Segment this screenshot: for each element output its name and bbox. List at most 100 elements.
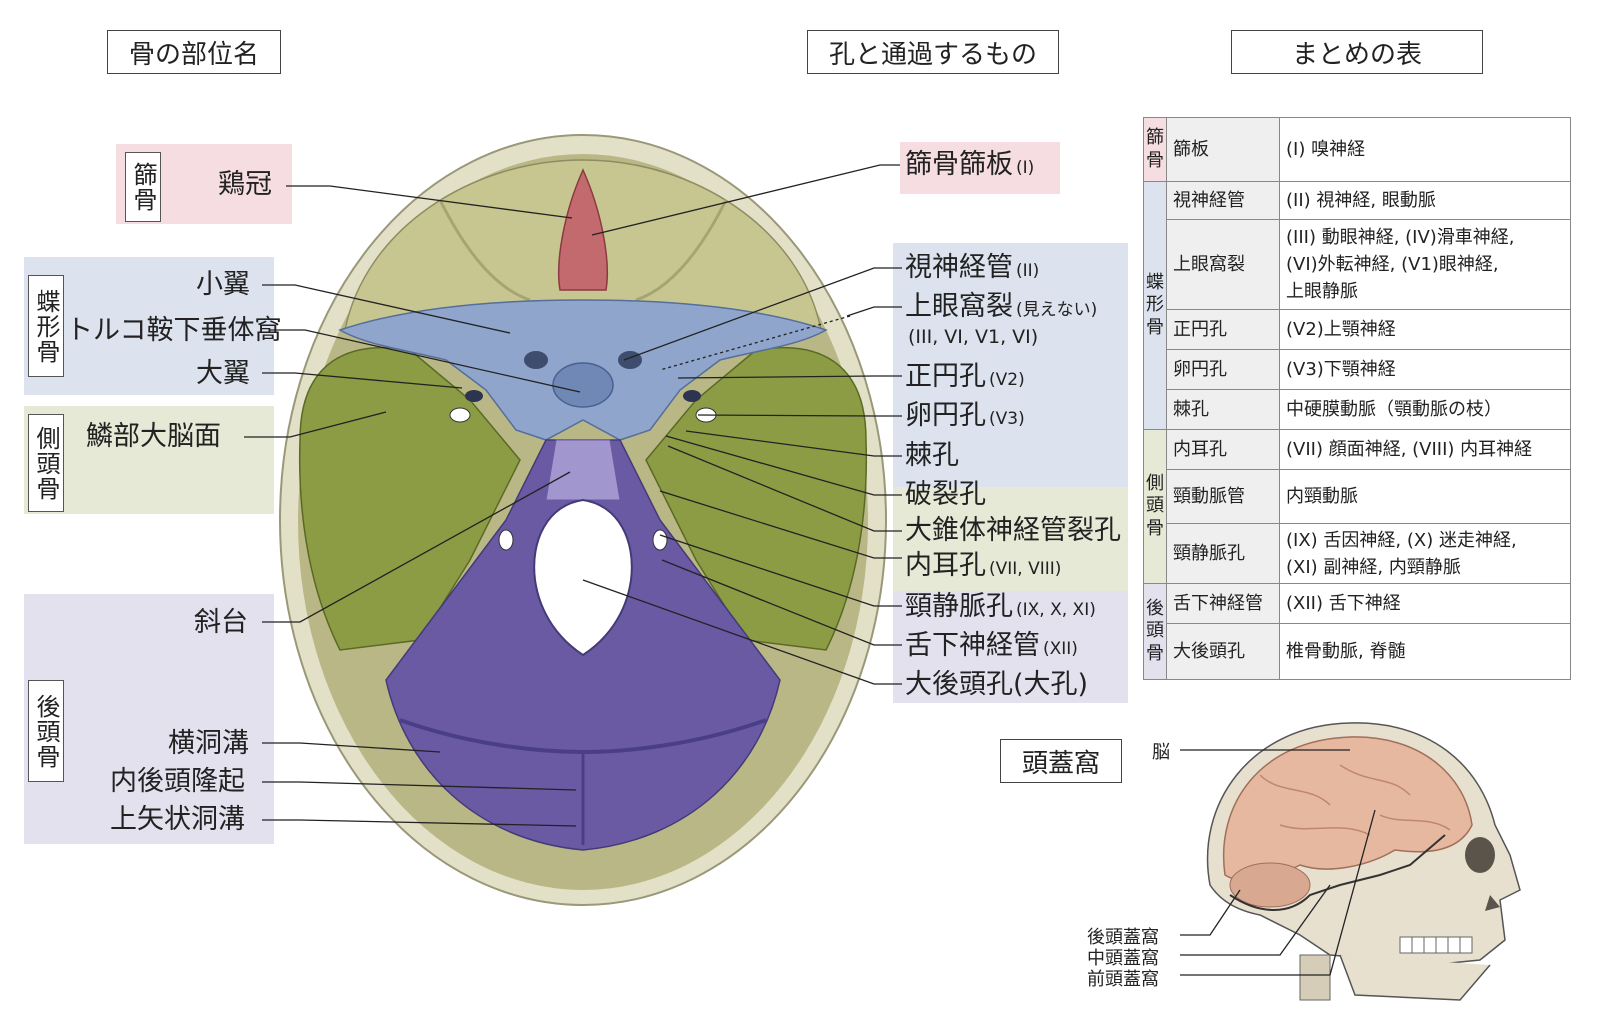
label-optic-canal-sub: (II) (1016, 261, 1040, 281)
label-foramen-rotundum-main: 正円孔 (905, 361, 986, 392)
crista-galli-shape (557, 168, 609, 291)
table-row: 上眼窩裂 (III) 動眼神経, (IV)滑車神経, (VI)外転神経, (V1… (1144, 219, 1571, 310)
label-superior-orbital-fissure-nerves: (III, VI, V1, VI) (908, 326, 1039, 348)
title-bone-parts: 骨の部位名 (107, 30, 281, 74)
table-cell-name: 正円孔 (1166, 309, 1280, 350)
region-right-temporal (893, 487, 1128, 591)
label-cribriform-plate-sub: (I) (1016, 158, 1035, 178)
label-foramen-rotundum-sub: (V2) (989, 370, 1025, 390)
table-cell-line: 上眼静脈 (1286, 281, 1358, 302)
table-cell-content: (V2)上顎神経 (1279, 309, 1571, 350)
table-cell-name: 頸動脈管 (1166, 469, 1280, 524)
table-cell-name: 舌下神経管 (1166, 583, 1280, 624)
table-cell-content: 椎骨動脈, 脊髄 (1279, 623, 1571, 680)
label-hypoglossal-canal: 舌下神経管(XII) (905, 632, 1078, 659)
label-optic-canal: 視神経管(II) (905, 254, 1039, 281)
label-jugular-foramen-main: 頸静脈孔 (905, 591, 1013, 622)
table-row: 頸動脈管 内頸動脈 (1144, 469, 1571, 524)
label-hypoglossal-canal-main: 舌下神経管 (905, 630, 1040, 661)
label-foramen-rotundum: 正円孔(V2) (905, 363, 1025, 390)
table-cell-name: 内耳孔 (1166, 429, 1280, 470)
label-foramen-magnum: 大後頭孔(大孔) (905, 669, 1089, 700)
table-cell-content: (III) 動眼神経, (IV)滑車神経, (VI)外転神経, (V1)眼神経,… (1279, 219, 1571, 310)
table-row: 頸静脈孔 (IX) 舌因神経, (X) 迷走神経, (XI) 副神経, 内頸静脈 (1144, 523, 1571, 584)
summary-table: 篩骨 篩板 (I) 嗅神経 蝶形骨 視神経管 (II) 視神経, 眼動脈 上眼窩… (1143, 117, 1571, 680)
region-right-occipital (893, 591, 1128, 703)
label-cribriform-plate-main: 篩骨篩板 (905, 149, 1013, 180)
label-superior-orbital-fissure-main: 上眼窩裂 (905, 291, 1013, 322)
table-cell-content: (II) 視神経, 眼動脈 (1279, 181, 1571, 220)
table-cell-name: 卵円孔 (1166, 349, 1280, 390)
table-cell-content: (I) 嗅神経 (1279, 117, 1571, 182)
table-row: 正円孔 (V2)上顎神経 (1144, 309, 1571, 350)
table-cell-content: (VII) 顔面神経, (VIII) 内耳神経 (1279, 429, 1571, 470)
table-cell-content: (IX) 舌因神経, (X) 迷走神経, (XI) 副神経, 内頸静脈 (1279, 523, 1571, 584)
label-jugular-foramen-sub: (IX, X, XI) (1016, 600, 1096, 620)
label-transverse-sulcus: 横洞溝 (168, 728, 249, 759)
bone-label-occipital: 後頭骨 (28, 680, 64, 782)
table-row: 卵円孔 (V3)下顎神経 (1144, 349, 1571, 390)
label-internal-acoustic-meatus: 内耳孔(VII, VIII) (905, 552, 1061, 579)
sella-turcica-shape (552, 362, 614, 408)
table-row: 棘孔 中硬膜動脈（顎動脈の枝） (1144, 389, 1571, 430)
label-internal-occipital-protuberance: 内後頭隆起 (110, 766, 245, 797)
table-row: 大後頭孔 椎骨動脈, 脊髄 (1144, 623, 1571, 680)
table-cell-content: (V3)下顎神経 (1279, 349, 1571, 390)
title-foramina: 孔と通過するもの (807, 30, 1059, 74)
bone-label-ethmoid: 篩骨 (125, 152, 161, 222)
label-superior-orbital-fissure-sub: (見えない) (1016, 300, 1098, 320)
label-greater-petrosal-hiatus: 大錐体神経管裂孔 (905, 515, 1121, 546)
label-jugular-foramen: 頸静脈孔(IX, X, XI) (905, 593, 1096, 620)
table-cell-name: 篩板 (1166, 117, 1280, 182)
table-cell-name: 視神経管 (1166, 181, 1280, 220)
table-cell-name: 大後頭孔 (1166, 623, 1280, 680)
label-optic-canal-main: 視神経管 (905, 252, 1013, 283)
label-foramen-ovale-sub: (V3) (989, 409, 1025, 429)
label-middle-fossa: 中頭蓋窩 (1087, 948, 1159, 969)
foramen-magnum-shape (533, 498, 633, 657)
table-cell-name: 棘孔 (1166, 389, 1280, 430)
title-summary: まとめの表 (1231, 30, 1483, 74)
table-cell-line: (IX) 舌因神経, (X) 迷走神経, (1286, 529, 1517, 551)
label-superior-sagittal-sulcus: 上矢状洞溝 (110, 804, 245, 835)
table-cell-content: (XII) 舌下神経 (1279, 583, 1571, 624)
table-bone-sphenoid: 蝶形骨 (1143, 181, 1167, 430)
table-cell-name: 上眼窩裂 (1166, 219, 1280, 310)
label-clivus: 斜台 (194, 607, 248, 638)
bone-label-temporal: 側頭骨 (28, 414, 64, 512)
table-cell-line: (VI)外転神経, (V1)眼神経, (1286, 254, 1499, 275)
region-occipital (24, 594, 274, 844)
label-foramen-spinosum: 棘孔 (905, 440, 959, 471)
clivus-shape (545, 439, 621, 501)
label-internal-acoustic-meatus-sub: (VII, VIII) (989, 559, 1062, 579)
cerebellum-shape (1229, 862, 1311, 908)
label-lesser-wing: 小翼 (196, 269, 250, 300)
label-brain: 脳 (1152, 742, 1170, 763)
label-internal-acoustic-meatus-main: 内耳孔 (905, 550, 986, 581)
region-sphenoid (24, 257, 274, 395)
bone-label-sphenoid: 蝶形骨 (28, 275, 64, 377)
label-superior-orbital-fissure: 上眼窩裂(見えない) (905, 293, 1097, 320)
label-hypophyseal-fossa: トルコ鞍下垂体窩 (66, 315, 282, 346)
label-foramen-ovale-main: 卵円孔 (905, 400, 986, 431)
table-row: 側頭骨 内耳孔 (VII) 顔面神経, (VIII) 内耳神経 (1143, 429, 1571, 584)
table-cell-content: 中硬膜動脈（顎動脈の枝） (1279, 389, 1571, 430)
label-squamous-surface: 鱗部大脳面 (86, 421, 221, 452)
label-greater-wing: 大翼 (196, 358, 250, 389)
table-bone-occipital: 後頭骨 (1143, 583, 1167, 680)
table-bone-temporal: 側頭骨 (1143, 429, 1167, 584)
lateral-skull-illustration (1180, 722, 1521, 1001)
table-cell-name: 頸静脈孔 (1166, 523, 1280, 584)
label-foramen-ovale: 卵円孔(V3) (905, 402, 1025, 429)
table-bone-ethmoid: 篩骨 (1143, 117, 1167, 182)
table-cell-content: 内頸動脈 (1279, 469, 1571, 524)
table-row: 篩骨 篩板 (I) 嗅神経 (1143, 117, 1571, 182)
temporal-bone-right (645, 346, 868, 651)
table-cell-line: (III) 動眼神経, (IV)滑車神経, (1286, 227, 1515, 248)
temporal-bone-left (298, 346, 521, 651)
region-temporal (24, 406, 274, 514)
label-anterior-fossa: 前頭蓋窩 (1087, 969, 1159, 990)
table-cell-line: (XI) 副神経, 内頸静脈 (1286, 556, 1461, 578)
region-right-sphenoid (893, 243, 1128, 487)
